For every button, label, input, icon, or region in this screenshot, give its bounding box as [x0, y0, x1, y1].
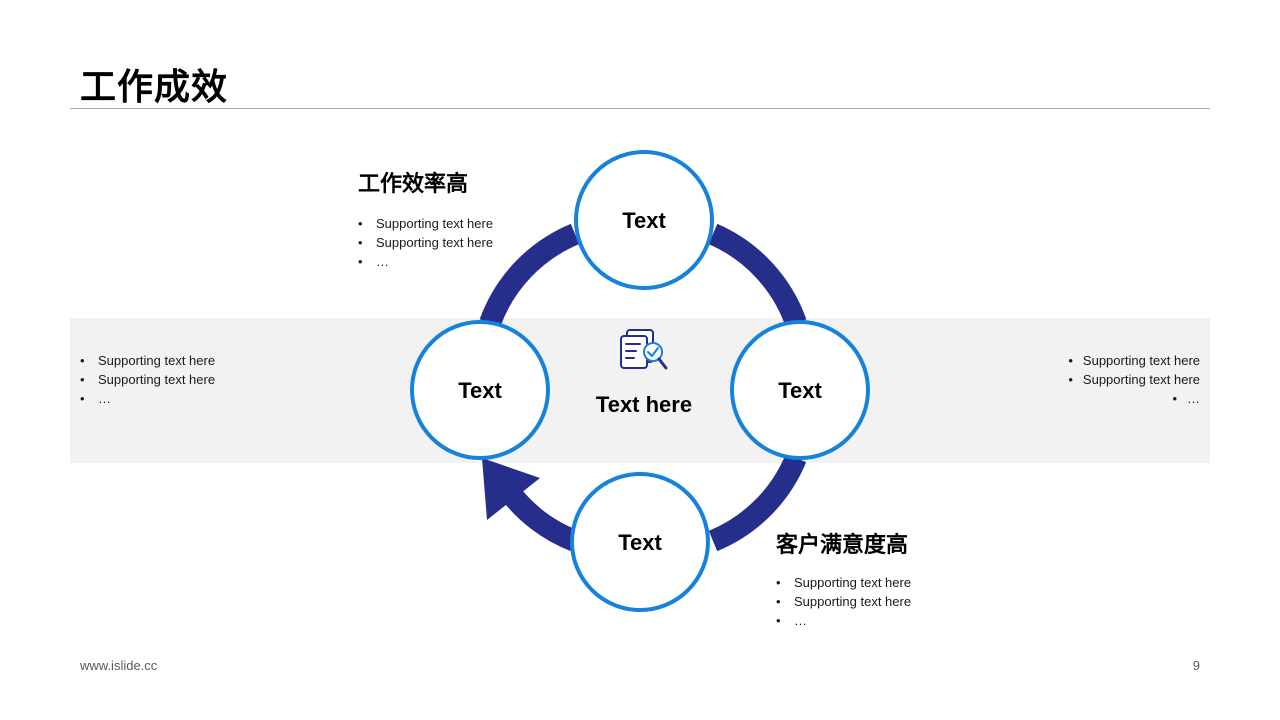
node-left-label: Text	[458, 378, 502, 403]
list-item: •…	[1172, 391, 1200, 406]
list-item: •…	[358, 254, 389, 269]
list-item: •Supporting text here	[1068, 353, 1200, 368]
ring-arc-top-right	[708, 223, 807, 327]
right-bullets: •Supporting text here •Supporting text h…	[1068, 351, 1200, 408]
list-item: •Supporting text here	[776, 575, 912, 590]
ring-arc-bottom-left	[499, 483, 580, 552]
document-search-icon	[620, 329, 668, 370]
node-bottom-label: Text	[618, 530, 662, 555]
node-bottom-circle	[570, 472, 710, 612]
list-item: •Supporting text here	[358, 235, 494, 250]
list-item: •…	[80, 391, 111, 406]
node-top-circle	[574, 150, 714, 290]
list-item: •Supporting text here	[80, 353, 216, 368]
node-left-circle	[410, 320, 550, 460]
list-item: •…	[776, 613, 807, 628]
left-bullets: •Supporting text here •Supporting text h…	[80, 351, 215, 408]
center-label: Text here	[596, 392, 692, 417]
satisfaction-bullets: •Supporting text here •Supporting text h…	[776, 573, 911, 630]
efficiency-heading: 工作效率高	[358, 172, 469, 197]
title-divider	[70, 108, 1210, 109]
slide-title: 工作成效	[80, 67, 229, 108]
cycle-arrowhead	[482, 458, 540, 520]
satisfaction-heading: 客户满意度高	[776, 533, 909, 558]
page-number: 9	[1192, 658, 1200, 673]
list-item: •Supporting text here	[776, 594, 912, 609]
list-item: •Supporting text here	[358, 216, 494, 231]
list-item: •Supporting text here	[80, 372, 216, 387]
ring-arc-top-left	[479, 223, 580, 327]
efficiency-bullets: •Supporting text here •Supporting text h…	[358, 214, 493, 271]
node-top-label: Text	[622, 208, 666, 233]
footer-url: www.islide.cc	[80, 658, 158, 673]
node-right-label: Text	[778, 378, 822, 403]
list-item: •Supporting text here	[1068, 372, 1200, 387]
node-right-circle	[730, 320, 870, 460]
ring-arc-right-bottom	[708, 453, 807, 552]
